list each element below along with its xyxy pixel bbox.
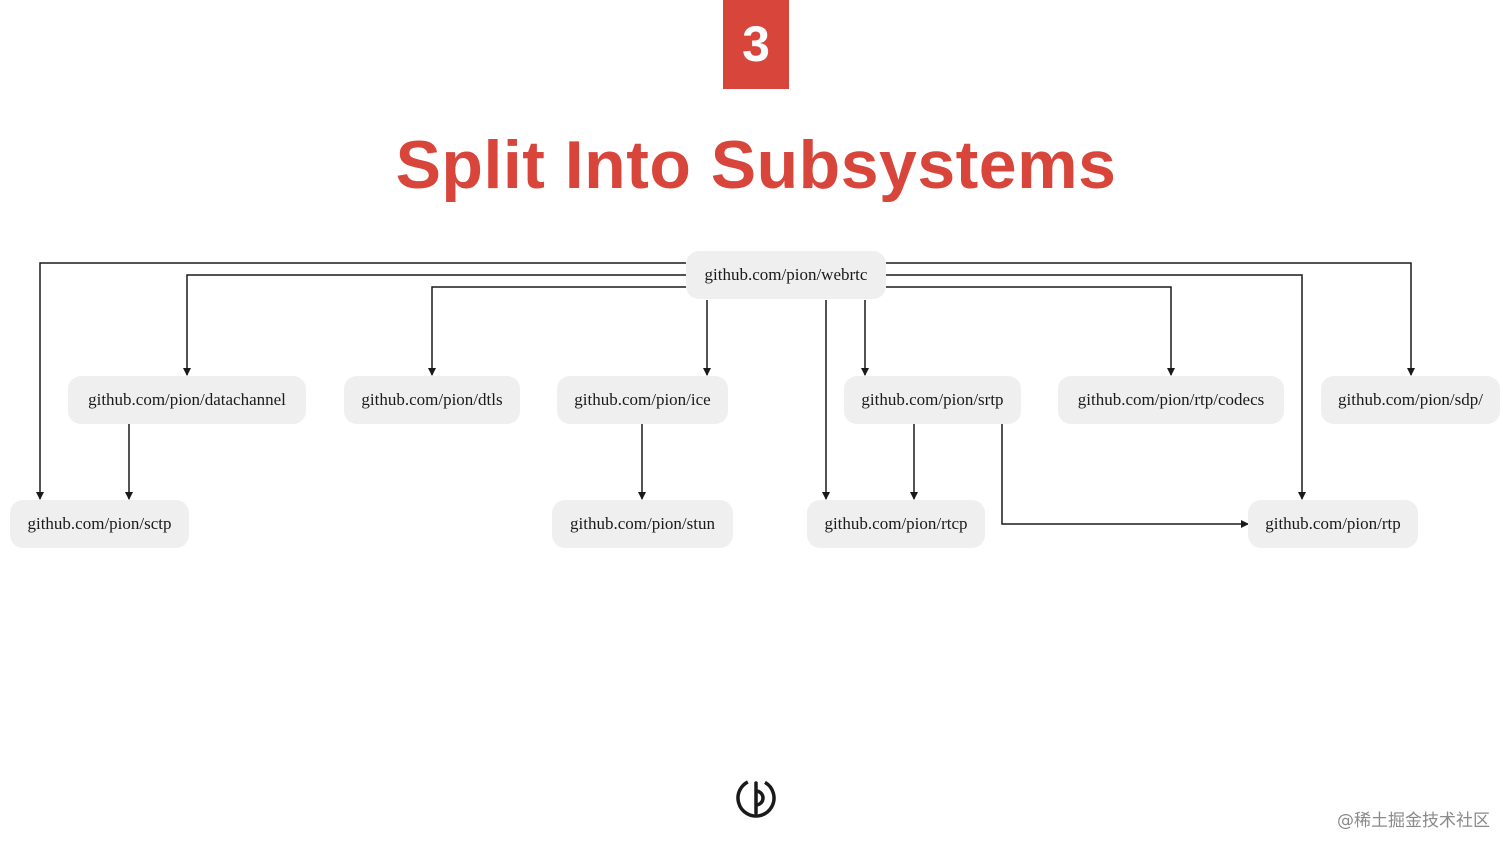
edge-webrtc-datachannel: [183, 274, 686, 376]
node-dtls: github.com/pion/dtls: [344, 376, 520, 424]
node-rtp: github.com/pion/rtp: [1248, 500, 1418, 548]
edge-webrtc-sdp: [886, 262, 1415, 376]
node-stun: github.com/pion/stun: [552, 500, 733, 548]
node-rtcp: github.com/pion/rtcp: [807, 500, 985, 548]
node-ice: github.com/pion/ice: [557, 376, 728, 424]
edge-webrtc-dtls: [428, 286, 686, 376]
node-rtp-codecs: github.com/pion/rtp/codecs: [1058, 376, 1284, 424]
edge-srtp-rtp: [1001, 424, 1249, 528]
node-sctp: github.com/pion/sctp: [10, 500, 189, 548]
slide-number-badge: 3: [723, 0, 789, 89]
pion-logo-icon: [735, 777, 777, 819]
node-srtp: github.com/pion/srtp: [844, 376, 1021, 424]
edge-webrtc-rtp: [886, 274, 1306, 500]
slide-title: Split Into Subsystems: [395, 127, 1117, 203]
node-datachannel: github.com/pion/datachannel: [68, 376, 306, 424]
node-sdp: github.com/pion/sdp/: [1321, 376, 1500, 424]
edge-webrtc-rtp-codecs: [886, 286, 1175, 376]
edge-webrtc-sctp: [36, 262, 686, 500]
watermark: @稀土掘金技术社区: [1337, 811, 1490, 831]
node-webrtc: github.com/pion/webrtc: [686, 251, 886, 299]
